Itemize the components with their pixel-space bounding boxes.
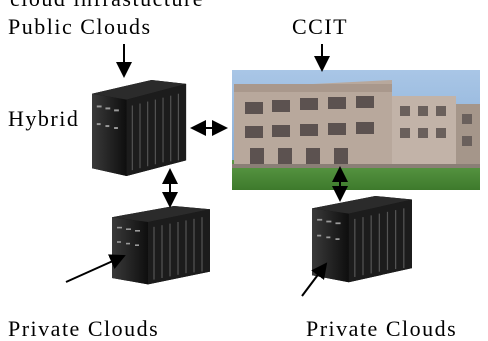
partial-title: cloud infrastucture (10, 0, 204, 10)
private-clouds-right-label: Private Clouds (306, 316, 458, 341)
private-left-pointer-arrow (65, 254, 126, 283)
ccit-label: CCIT (292, 14, 349, 39)
ccit-building-photo (232, 70, 480, 190)
public-hybrid-server-icon (91, 79, 187, 177)
private-right-pointer-arrow (301, 262, 328, 297)
private-clouds-left-label: Private Clouds (8, 316, 160, 341)
hybrid-label: Hybrid (8, 106, 80, 131)
private-server-right-icon (311, 195, 413, 283)
public-clouds-label: Public Clouds (8, 14, 152, 39)
private-server-left-icon (111, 205, 211, 285)
